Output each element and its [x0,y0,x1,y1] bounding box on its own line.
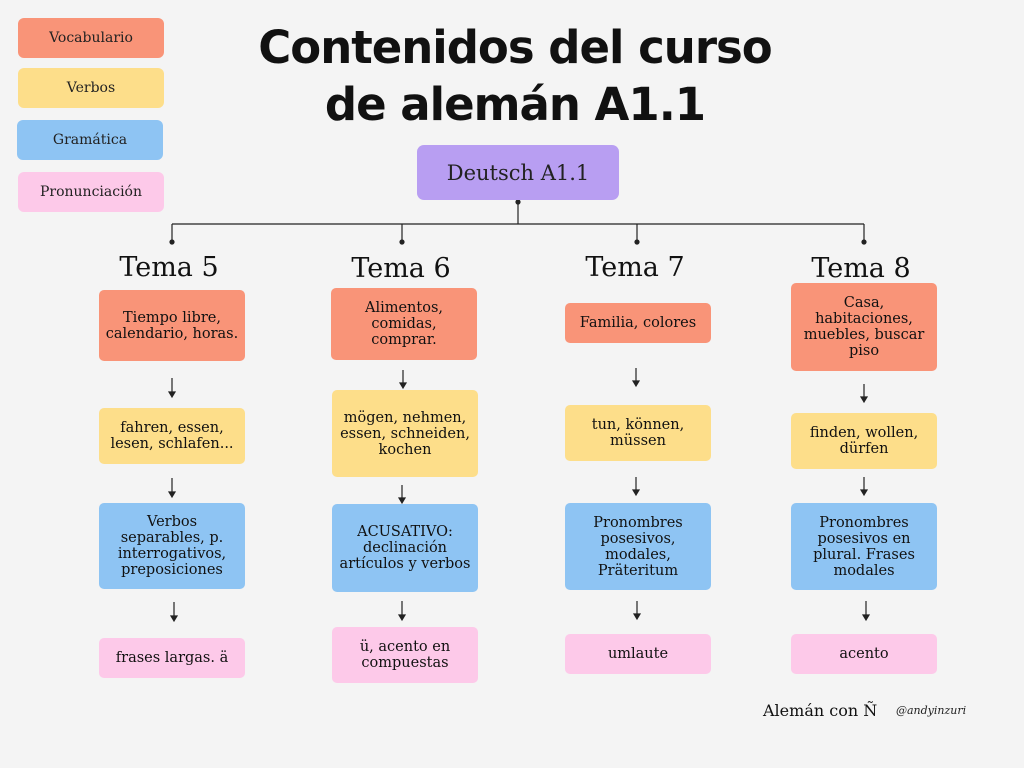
tema-6-verbos: mögen, nehmen, essen, schneiden, kochen [332,390,478,477]
title-line-2: de alemán A1.1 [324,78,706,131]
root-node: Deutsch A1.1 [417,145,619,200]
tema-8-heading: Tema 8 [811,253,911,284]
page-title: Contenidos del curso de alemán A1.1 [200,20,830,132]
tema-8-gramatica: Pronombres posesivos en plural. Frases m… [791,503,937,590]
drop-tema-7-dot [634,239,640,245]
tema-7-verbos: tun, können, müssen [565,405,711,461]
legend-verbos: Verbos [18,68,164,108]
legend-vocabulario: Vocabulario [18,18,164,58]
drop-tema-6-dot [399,239,405,245]
tema-5-heading: Tema 5 [119,252,219,283]
title-line-1: Contenidos del curso [258,21,772,74]
root-connector-dot [515,199,521,205]
tema-7-heading: Tema 7 [585,252,685,283]
footer-handle: @andyinzuri [896,704,967,717]
tema-6-pronunciacion: ü, acento en compuestas [332,627,478,683]
tema-6-gramatica: ACUSATIVO: declinación artículos y verbo… [332,504,478,592]
legend-gramatica: Gramática [17,120,163,160]
tema-7-vocabulario: Familia, colores [565,303,711,343]
legend-pronunciacion: Pronunciación [18,172,164,212]
tema-5-pronunciacion: frases largas. ä [99,638,245,678]
tema-6-vocabulario: Alimentos, comidas, comprar. [331,288,477,360]
drop-tema-8-dot [861,239,867,245]
tema-5-verbos: fahren, essen, lesen, schlafen... [99,408,245,464]
tema-5-gramatica: Verbos separables, p. interrogativos, pr… [99,503,245,589]
tema-5-vocabulario: Tiempo libre, calendario, horas. [99,290,245,361]
tema-6-heading: Tema 6 [351,253,451,284]
tema-8-pronunciacion: acento [791,634,937,674]
tema-7-gramatica: Pronombres posesivos, modales, Präteritu… [565,503,711,590]
drop-tema-5-dot [169,239,175,245]
tema-7-pronunciacion: umlaute [565,634,711,674]
tema-8-vocabulario: Casa, habitaciones, muebles, buscar piso [791,283,937,371]
footer-brand: Alemán con Ñ [763,701,878,720]
tema-8-verbos: finden, wollen, dürfen [791,413,937,469]
